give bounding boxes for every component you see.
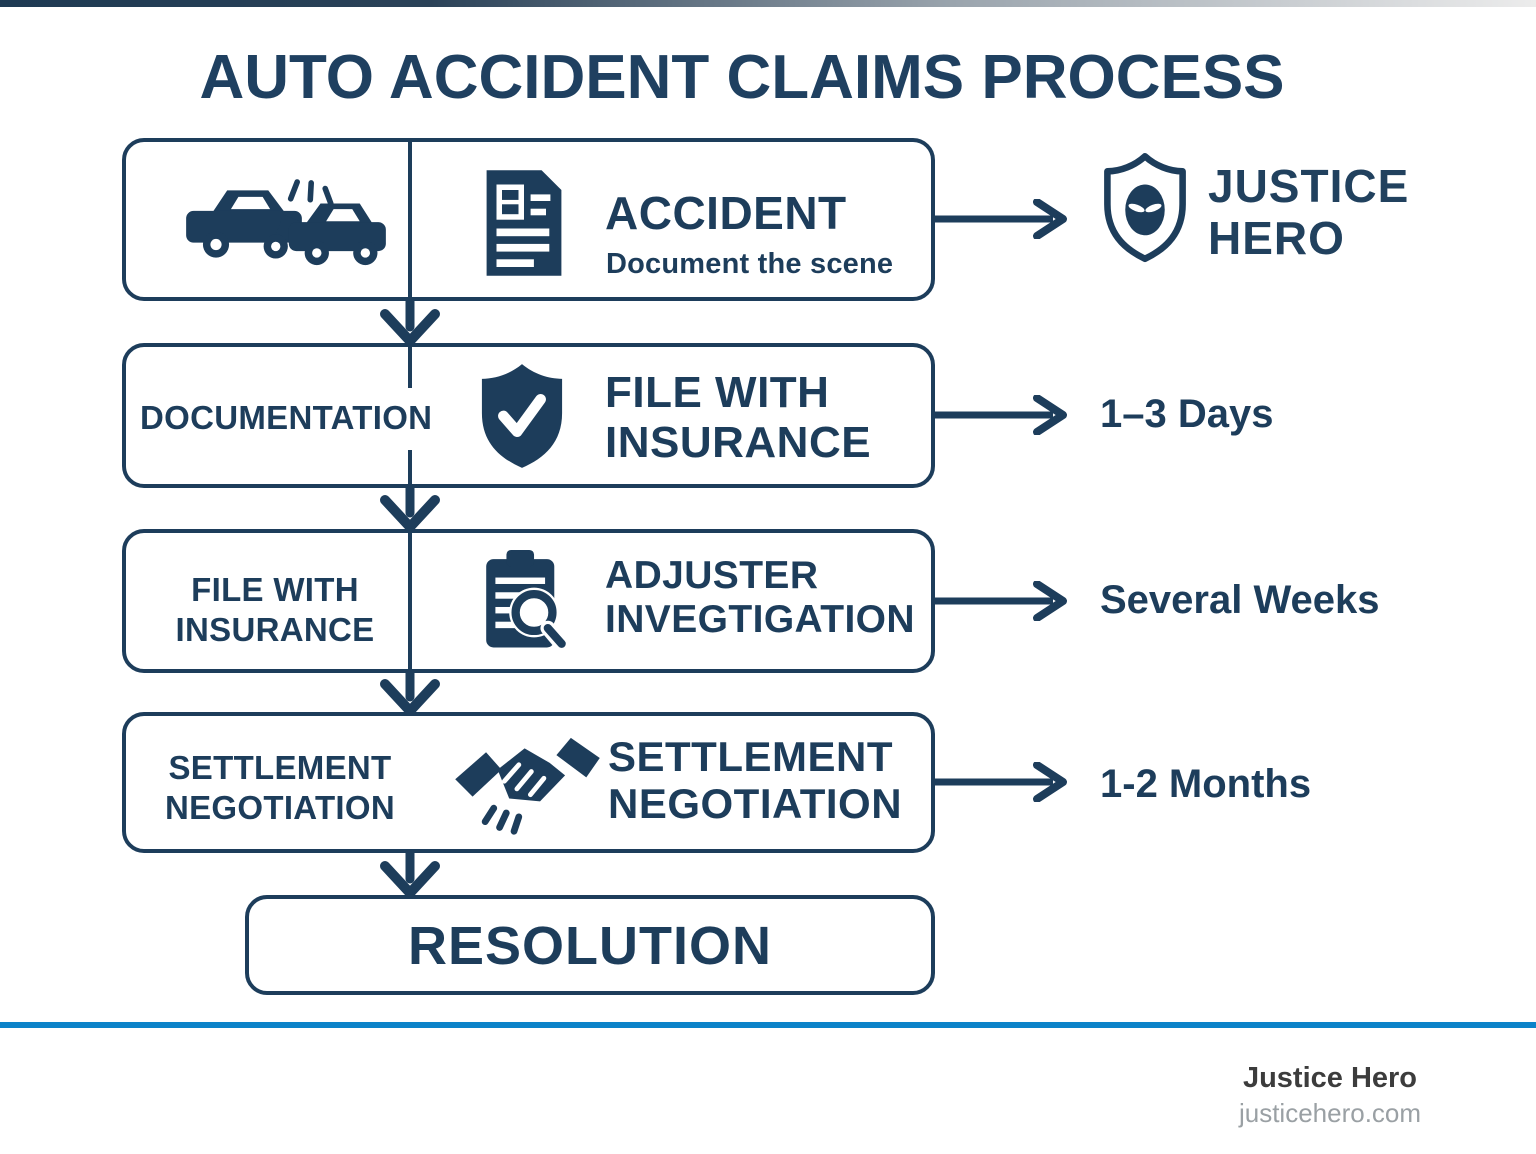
car-crash-icon [186, 179, 386, 266]
step-left-label: SETTLEMENT NEGOTIATION [164, 749, 395, 827]
step-box-resolution [245, 895, 935, 995]
flow-connector-line [408, 141, 412, 300]
arrow-right-icon [935, 581, 1067, 621]
step-heading: ADJUSTER INVEGTIGATION [605, 554, 915, 642]
duration-label: Several Weeks [1100, 578, 1380, 622]
footer-website: justicehero.com [1238, 1098, 1422, 1128]
justice-hero-logo-text: JUSTICE HERO [1208, 160, 1410, 264]
step-heading: ACCIDENT [605, 187, 847, 239]
step-subheading: Document the scene [606, 248, 894, 280]
flow-connector-line [408, 346, 412, 388]
arrow-right-icon [935, 199, 1067, 239]
flow-connector-line [408, 450, 412, 487]
step-left-label: FILE WITH INSURANCE [175, 571, 375, 649]
duration-label: 1-2 Months [1100, 762, 1312, 806]
footer-divider [0, 1022, 1536, 1028]
document-icon [486, 170, 562, 276]
page-title: AUTO ACCIDENT CLAIMS PROCESS [199, 43, 1285, 112]
step-heading: SETTLEMENT NEGOTIATION [608, 733, 903, 828]
justice-hero-shield-icon [1104, 153, 1186, 263]
step-left-label: DOCUMENTATION [140, 399, 433, 436]
resolution-heading: RESOLUTION [407, 916, 772, 976]
arrow-down-icon [380, 299, 440, 345]
clipboard-search-icon [486, 549, 569, 653]
top-strip [0, 0, 1536, 7]
footer-brand: Justice Hero [1242, 1062, 1418, 1094]
shield-check-icon [481, 364, 563, 468]
arrow-right-icon [935, 395, 1067, 435]
duration-label: 1–3 Days [1100, 392, 1274, 436]
arrow-down-icon [380, 671, 440, 715]
flow-connector-line [408, 532, 412, 672]
handshake-icon [455, 737, 600, 835]
arrow-down-icon [380, 486, 440, 531]
arrow-down-icon [380, 851, 440, 897]
step-heading: FILE WITH INSURANCE [605, 368, 872, 467]
arrow-right-icon [935, 762, 1067, 802]
